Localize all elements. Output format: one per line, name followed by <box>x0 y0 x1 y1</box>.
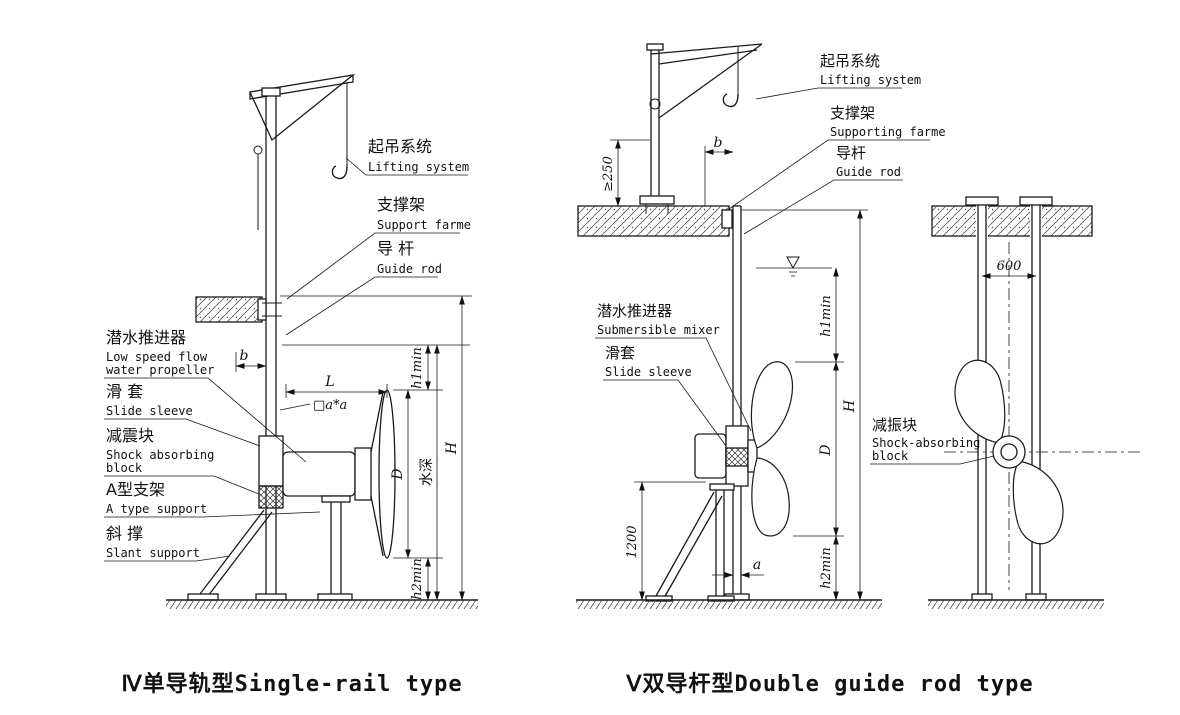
part-labels-left: 起吊系统 Lifting system 支撑架 Support farme 导 … <box>104 137 471 562</box>
label-a-support: A型支架 A type support <box>104 480 321 518</box>
label-a-support-en: A type support <box>106 502 207 516</box>
davit-crane-right-icon <box>639 43 763 214</box>
label-support-frame-cn: 支撑架 <box>377 195 425 214</box>
dim-h1min: h1min <box>410 347 425 389</box>
dim-h1min-right: h1min <box>819 295 834 337</box>
label-propeller-en1: Low speed flow <box>106 350 208 364</box>
front-view: 600 <box>928 196 1140 609</box>
dim-h2min: h2min <box>410 558 425 600</box>
label-propeller-cn: 潜水推进器 <box>106 328 186 347</box>
double-guide-rod-figure: ≥250 b 1200 a h1min D h2min H 起吊系统 Lifti… <box>576 43 1140 609</box>
label-slant-support-cn: 斜 撑 <box>106 524 143 543</box>
label-support-frame-en: Support farme <box>377 218 471 232</box>
dimension-labels-left: b L □a*a h1min D 水深 H h2min <box>240 347 460 600</box>
label-shock-block: 减震块 Shock absorbing block <box>104 426 260 495</box>
dimension-labels-right: ≥250 b 1200 a h1min D h2min H <box>601 135 858 589</box>
label-shock-block-cn: 减震块 <box>106 426 154 445</box>
dim-D: D <box>390 468 406 480</box>
label-slide-sleeve-right-cn: 滑套 <box>605 344 635 362</box>
caption-double-guide-rod: Ⅴ双导杆型Double guide rod type <box>625 672 1033 697</box>
label-a-support-cn: A型支架 <box>106 480 165 499</box>
label-lifting-system-right: 起吊系统 Lifting system <box>755 52 921 100</box>
dim-a-section: □a*a <box>313 398 347 413</box>
label-lifting-system-en: Lifting system <box>368 160 469 174</box>
label-lifting-system-right-en: Lifting system <box>820 73 921 87</box>
label-propeller-en2: water propeller <box>106 363 214 377</box>
label-guide-rod-right: 导杆 Guide rod <box>743 144 903 235</box>
label-guide-rod-en: Guide rod <box>377 262 442 276</box>
dim-H-right: H <box>842 399 858 413</box>
label-guide-rod-right-en: Guide rod <box>836 165 901 179</box>
dim-a-right: a <box>753 557 761 573</box>
dim-D-right: D <box>818 444 834 456</box>
label-guide-rod-right-cn: 导杆 <box>836 144 866 162</box>
label-shock-absorbing-block-cn: 减振块 <box>872 416 917 434</box>
label-slant-support: 斜 撑 Slant support <box>104 524 231 562</box>
label-shock-absorbing-block-en2: block <box>872 449 909 463</box>
label-lifting-system: 起吊系统 Lifting system <box>345 137 469 176</box>
label-support-frame-right: 支撑架 Supporting farme <box>728 104 946 210</box>
label-shock-block-en1: Shock absorbing <box>106 448 214 462</box>
label-submersible-mixer-en: Submersible mixer <box>597 323 720 337</box>
submersible-mixer-unit <box>694 361 793 537</box>
label-submersible-mixer: 潜水推进器 Submersible mixer <box>595 302 752 432</box>
label-lifting-system-right-cn: 起吊系统 <box>820 52 880 70</box>
dim-H: H <box>444 441 460 455</box>
label-shock-absorbing-block: 减振块 Shock-absorbing block <box>870 416 995 465</box>
label-support-frame-right-en: Supporting farme <box>830 125 946 139</box>
label-support-frame-right-cn: 支撑架 <box>830 104 875 122</box>
label-lifting-system-cn: 起吊系统 <box>368 137 432 156</box>
caption-single-rail: Ⅳ单导轨型Single-rail type <box>121 671 462 697</box>
slant-support-structure <box>187 509 273 601</box>
dim-1200: 1200 <box>625 525 640 558</box>
dim-b: b <box>240 348 249 364</box>
label-shock-absorbing-block-en1: Shock-absorbing <box>872 436 980 450</box>
dim-b-right: b <box>714 135 723 151</box>
dim-h2min-right: h2min <box>819 547 834 589</box>
propeller-unit <box>282 389 396 559</box>
label-propeller: 潜水推进器 Low speed flow water propeller <box>104 328 307 463</box>
a-type-support-structure <box>317 495 353 601</box>
single-rail-figure: b L □a*a h1min D 水深 H h2min 起吊系统 Lifting… <box>104 73 478 609</box>
slide-sleeve-assembly <box>258 435 284 509</box>
mixer-stand <box>645 483 735 602</box>
part-labels-right: 起吊系统 Lifting system 支撑架 Supporting farme… <box>595 52 995 465</box>
ground-left <box>166 599 478 609</box>
guide-rail <box>255 87 287 601</box>
label-shock-block-en2: block <box>106 461 143 475</box>
label-guide-rod-cn: 导 杆 <box>377 239 414 258</box>
label-slant-support-en: Slant support <box>106 546 200 560</box>
davit-crane-icon <box>249 73 356 230</box>
ground-right-main <box>576 599 882 609</box>
dimensions-right <box>610 139 868 601</box>
dim-600: 600 <box>997 259 1022 274</box>
dim-water-depth: 水深 <box>419 458 435 486</box>
deck-slab <box>577 205 733 237</box>
label-slide-sleeve-right: 滑套 Slide sleeve <box>603 344 727 447</box>
label-submersible-mixer-cn: 潜水推进器 <box>597 302 672 320</box>
wall-mount <box>195 296 282 323</box>
label-support-frame: 支撑架 Support farme <box>286 195 471 300</box>
dimensions-left <box>235 295 472 601</box>
label-slide-sleeve: 滑 套 Slide sleeve <box>104 382 261 447</box>
dim-min250: ≥250 <box>601 156 616 192</box>
guide-rod-right <box>724 205 750 601</box>
dim-L: L <box>324 374 334 390</box>
label-slide-sleeve-right-en: Slide sleeve <box>605 365 692 379</box>
label-guide-rod: 导 杆 Guide rod <box>285 239 442 336</box>
water-level-symbol <box>756 256 832 277</box>
label-slide-sleeve-cn: 滑 套 <box>106 382 143 401</box>
label-slide-sleeve-en: Slide sleeve <box>106 404 193 418</box>
